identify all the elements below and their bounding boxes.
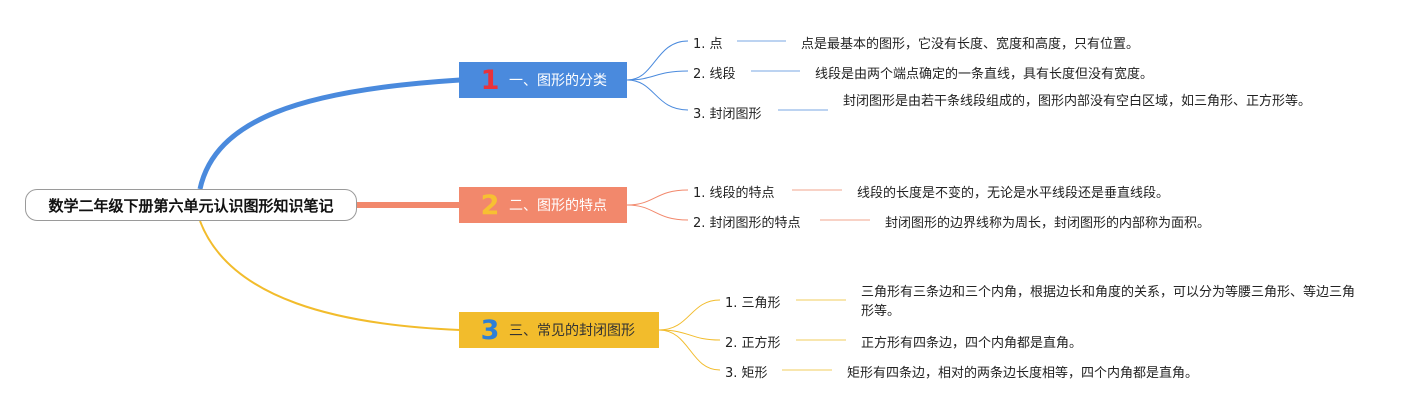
- branch-title-1: 一、图形的分类: [509, 73, 607, 89]
- branch-number-3: 3: [480, 314, 500, 346]
- leaf-text-2-2: 封闭图形的边界线称为周长，封闭图形的内部称为面积。: [885, 216, 1211, 231]
- root-node[interactable]: 数学二年级下册第六单元认识图形知识笔记: [25, 189, 357, 221]
- leaf-text-2-1: 线段的长度是不变的，无论是水平线段还是垂直线段。: [857, 186, 1170, 201]
- leaf-label-2-2[interactable]: 2. 封闭图形的特点: [693, 216, 801, 231]
- connector-root-branch-3: [199, 220, 461, 331]
- branch-node-3[interactable]: 3 三、常见的封闭图形: [459, 312, 659, 348]
- root-title: 数学二年级下册第六单元认识图形知识笔记: [48, 196, 334, 215]
- leaf-label-1-3[interactable]: 3. 封闭图形: [693, 107, 762, 122]
- leaf-text-1-3: 封闭图形是由若干条线段组成的，图形内部没有空白区域，如三角形、正方形等。: [843, 94, 1312, 109]
- branch-title-3: 三、常见的封闭图形: [509, 323, 635, 339]
- leaf-text-1-1: 点是最基本的图形，它没有长度、宽度和高度，只有位置。: [801, 37, 1140, 52]
- connector-root-branch-1: [197, 77, 461, 190]
- leaf-label-1-2[interactable]: 2. 线段: [693, 67, 736, 82]
- leaf-label-1-1[interactable]: 1. 点: [693, 37, 723, 52]
- branch-number-2: 2: [480, 189, 500, 221]
- leaf-text-3-1: 三角形有三条边和三个内角，根据边长和角度的关系，可以分为等腰三角形、等边三角形等…: [861, 285, 1356, 319]
- leaf-label-2-1[interactable]: 1. 线段的特点: [693, 186, 775, 201]
- leaf-label-3-1[interactable]: 1. 三角形: [725, 296, 781, 311]
- leaf-text-3-2: 正方形有四条边，四个内角都是直角。: [861, 336, 1083, 351]
- leaf-text-1-2: 线段是由两个端点确定的一条直线，具有长度但没有宽度。: [815, 67, 1154, 82]
- leaf-label-3-3[interactable]: 3. 矩形: [725, 366, 768, 381]
- leaf-label-3-2[interactable]: 2. 正方形: [725, 336, 781, 351]
- leaf-text-3-3: 矩形有四条边，相对的两条边长度相等，四个内角都是直角。: [847, 366, 1199, 381]
- branch-node-2[interactable]: 2 二、图形的特点: [459, 187, 627, 223]
- branch-title-2: 二、图形的特点: [509, 198, 607, 214]
- branch-node-1[interactable]: 1 一、图形的分类: [459, 62, 627, 98]
- branch-number-1: 1: [480, 64, 500, 96]
